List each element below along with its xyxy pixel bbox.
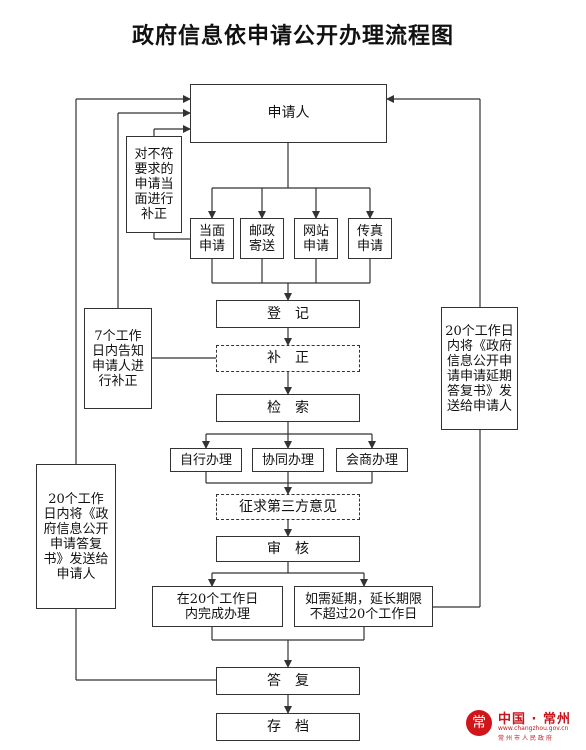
in-person-application-box: 当面申请: [190, 218, 234, 259]
third-party-opinion-box: 征求第三方意见: [216, 494, 360, 520]
emblem-icon: 常: [466, 710, 492, 736]
extension-notice-box: 20个工作日内将《政府信息公开申请申请延期答复书》发送给申请人: [441, 307, 518, 430]
seven-day-notice-box: 7个工作日内告知申请人进行补正: [84, 308, 152, 409]
website-application-box: 网站申请: [294, 218, 338, 259]
logo-text: 中国 · 常州: [498, 712, 571, 727]
logo-url: www.changzhou.gov.cn: [498, 725, 569, 732]
consult-handle-box: 会商办理: [336, 448, 408, 472]
reply-notice-box: 20个工作日内将《政府信息公开申请答复书》发送给申请人: [36, 464, 116, 609]
changzhou-logo: 常 中国 · 常州 www.changzhou.gov.cn 常州市人民政府: [464, 706, 582, 746]
mail-application-box: 邮政寄送: [240, 218, 284, 259]
search-box: 检 索: [216, 394, 360, 422]
register-box: 登 记: [216, 300, 360, 328]
archive-box: 存 档: [216, 713, 360, 741]
logo-subtitle: 常州市人民政府: [498, 735, 555, 742]
correction-note-box: 对不符要求的申请当面进行补正: [126, 136, 182, 233]
fax-application-box: 传真申请: [348, 218, 392, 259]
complete-in-20-days-box: 在20个工作日内完成办理: [152, 586, 283, 627]
self-handle-box: 自行办理: [170, 448, 242, 472]
extension-box: 如需延期，延长期限不超过20个工作日: [294, 586, 433, 627]
review-box: 审 核: [216, 536, 360, 562]
page-title: 政府信息依申请公开办理流程图: [131, 23, 454, 49]
reply-box: 答 复: [216, 667, 360, 695]
applicant-box: 申请人: [190, 84, 387, 143]
supplement-box: 补 正: [216, 345, 360, 372]
joint-handle-box: 协同办理: [252, 448, 324, 472]
